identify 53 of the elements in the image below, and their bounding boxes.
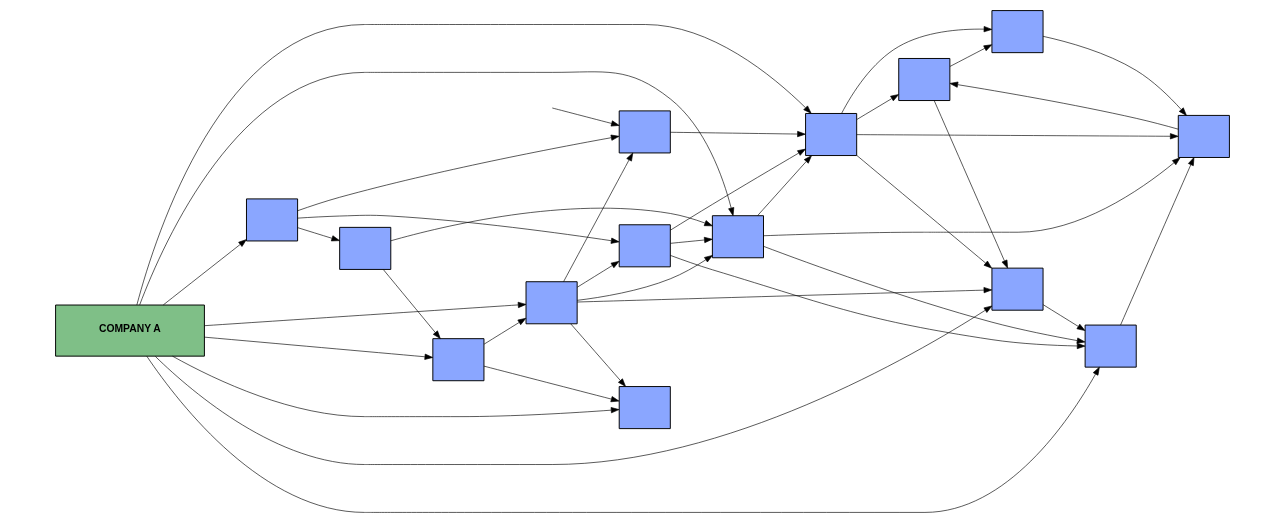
arrow bbox=[856, 94, 899, 120]
arrow bbox=[154, 305, 992, 465]
node-box bbox=[245, 198, 298, 242]
arrow bbox=[855, 133, 1178, 140]
node-box bbox=[990, 267, 1044, 311]
node-box bbox=[618, 110, 671, 154]
arrow bbox=[933, 100, 1008, 269]
arrow bbox=[576, 255, 713, 301]
arrow bbox=[203, 301, 526, 326]
arrow bbox=[136, 24, 811, 306]
arrow bbox=[756, 155, 812, 216]
arrow bbox=[138, 71, 734, 306]
node-box bbox=[897, 58, 950, 102]
arrow bbox=[382, 269, 441, 339]
arrow bbox=[296, 134, 619, 212]
node-box bbox=[618, 386, 671, 430]
node-box bbox=[711, 215, 764, 259]
node-box bbox=[804, 113, 857, 157]
arrow bbox=[390, 207, 713, 242]
arrow bbox=[855, 155, 992, 269]
arrow bbox=[762, 157, 1180, 237]
arrow bbox=[1119, 157, 1194, 326]
arrow bbox=[762, 246, 1085, 344]
arrow bbox=[570, 323, 626, 387]
arrow bbox=[669, 148, 806, 231]
node-box bbox=[431, 338, 484, 382]
node-box bbox=[990, 10, 1044, 54]
arrow bbox=[562, 152, 633, 282]
arrow bbox=[551, 107, 620, 127]
node-box bbox=[1084, 324, 1137, 368]
arrow bbox=[296, 227, 340, 242]
arrow bbox=[949, 44, 992, 67]
node-box bbox=[1177, 114, 1230, 158]
arrow bbox=[576, 261, 619, 288]
arrow bbox=[146, 355, 1100, 513]
node-box bbox=[525, 281, 578, 325]
arrow bbox=[669, 236, 713, 244]
node-box bbox=[618, 224, 671, 268]
arrow bbox=[669, 255, 1085, 350]
arrow bbox=[162, 239, 247, 306]
arrow bbox=[1042, 304, 1085, 331]
node-box: COMPANY A bbox=[54, 304, 205, 357]
arrow bbox=[483, 317, 526, 345]
arrow bbox=[171, 355, 619, 417]
arrow bbox=[576, 287, 992, 303]
arrow bbox=[840, 26, 992, 114]
arrow bbox=[296, 214, 619, 244]
arrow bbox=[949, 81, 1179, 130]
arrow bbox=[1042, 36, 1187, 116]
arrow bbox=[203, 336, 433, 360]
node-box bbox=[338, 226, 391, 270]
arrow bbox=[483, 365, 619, 403]
arrow bbox=[669, 131, 806, 138]
